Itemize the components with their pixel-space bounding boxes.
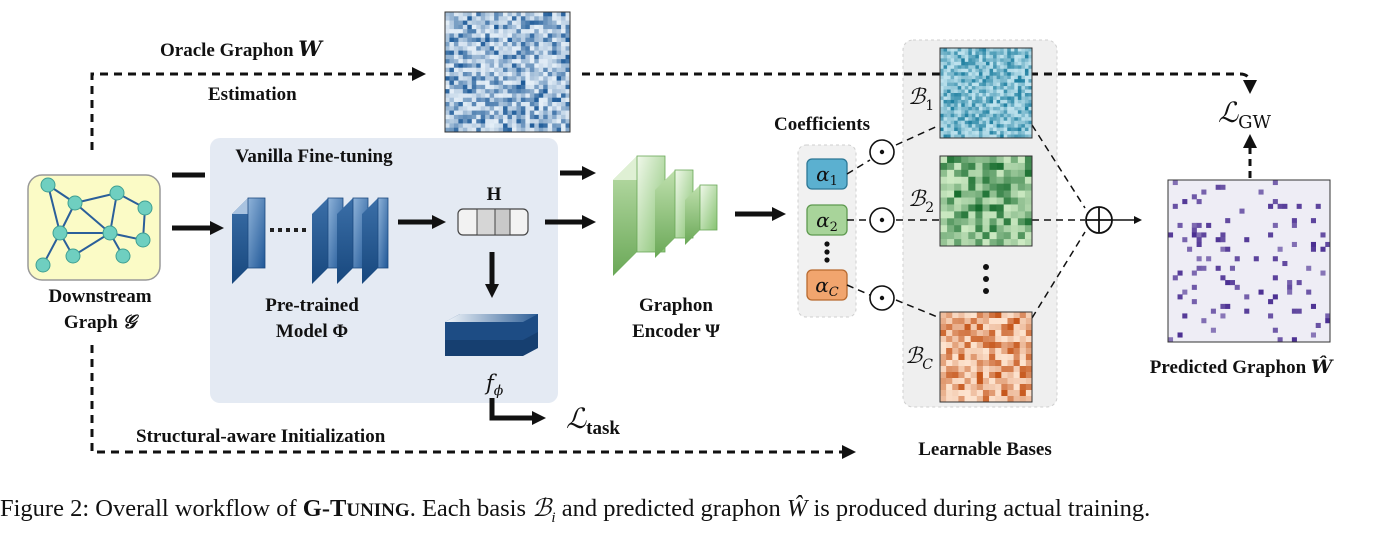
workflow-diagram: Oracle Graphon W Estimation Downstream G…	[27, 11, 1334, 460]
oracle-graphon-matrix	[444, 11, 571, 133]
basis-1-matrix	[939, 47, 1033, 139]
fphi-label: fϕ	[484, 371, 504, 399]
structural-label: Structural-aware Initialization	[136, 426, 386, 447]
caption-prefix: Figure 2: Overall workflow of	[0, 495, 303, 522]
alpha-2-box: α2	[806, 204, 848, 236]
graphon-encoder-label-2: Encoder Ψ	[632, 321, 720, 342]
estimation-label: Estimation	[208, 84, 297, 105]
basis-c-label: ℬC	[905, 344, 933, 373]
caption-what-symbol: Ŵ	[786, 495, 808, 522]
basis-2-label: ℬ2	[908, 187, 934, 216]
vanilla-finetuning-panel	[210, 138, 558, 403]
figure-caption: Figure 2: Overall workflow of G-TUNING. …	[0, 493, 1380, 527]
product-connections	[846, 124, 1086, 319]
fphi-to-ltask-arrow	[489, 398, 546, 425]
fphi-layers	[445, 314, 538, 356]
pretrained-model-blocks	[232, 197, 389, 284]
graphon-encoder-blocks	[613, 155, 718, 276]
vanilla-label: Vanilla Fine-tuning	[235, 146, 393, 167]
caption-method-name: G-TUNING	[302, 495, 410, 522]
predicted-label: Predicted Graphon Ŵ	[1150, 355, 1334, 378]
h-vector	[457, 208, 529, 236]
graphon-encoder-label-1: Graphon	[639, 295, 713, 316]
ltask-label: ℒtask	[566, 402, 620, 439]
graph-nodes	[35, 177, 153, 273]
oracle-label: Oracle Graphon W	[160, 36, 324, 61]
alpha-1-box: α1	[806, 158, 848, 190]
estimation-arrow	[90, 67, 426, 150]
oracle-to-lgw-arrow	[582, 72, 1257, 94]
svg-text:α1: α1	[816, 162, 838, 189]
basis-1-label: ℬ1	[908, 85, 934, 114]
caption-mid-1: . Each basis	[409, 495, 533, 522]
lgw-label: ℒGW	[1218, 96, 1272, 133]
oplus-icon	[1085, 206, 1113, 234]
downstream-label-2: Graph 𝒢	[64, 311, 140, 333]
structural-init-arrow	[90, 345, 856, 459]
odot-c-icon	[869, 285, 895, 311]
caption-suffix: is produced during actual training.	[807, 495, 1151, 522]
downstream-label-1: Downstream	[48, 286, 151, 307]
h-label: H	[487, 184, 502, 205]
pretrained-label-1: Pre-trained	[265, 295, 359, 316]
caption-mid-2: and predicted graphon	[555, 495, 787, 522]
pretrained-label-2: Model Φ	[276, 321, 348, 342]
odot-1-icon	[869, 139, 895, 165]
svg-text:α2: α2	[816, 208, 838, 235]
odot-2-icon	[869, 207, 895, 233]
coefficients-label: Coefficients	[774, 114, 870, 135]
basis-2-matrix	[939, 155, 1033, 247]
alpha-c-box: αC	[806, 269, 848, 301]
basis-c-matrix	[939, 311, 1033, 403]
caption-basis-symbol: ℬi	[532, 495, 556, 526]
predicted-graphon-matrix	[1167, 179, 1331, 343]
learnable-bases-label: Learnable Bases	[918, 439, 1052, 460]
svg-text:αC: αC	[815, 273, 839, 300]
coefficient-dots	[824, 241, 830, 263]
bases-dots	[983, 264, 989, 294]
